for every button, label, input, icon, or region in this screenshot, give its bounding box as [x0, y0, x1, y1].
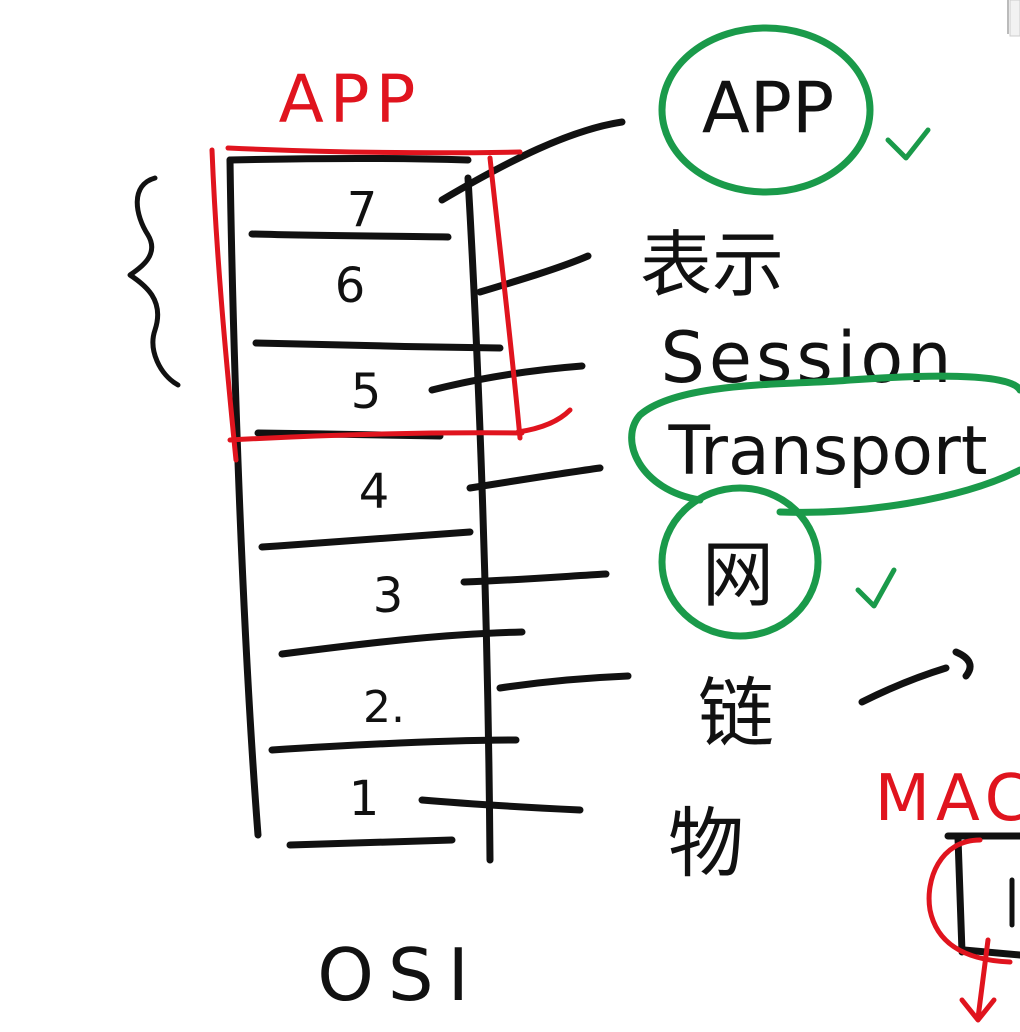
app-group-label: APP: [279, 61, 422, 138]
layer-number-4: 4: [359, 464, 390, 520]
separator-6-5: [252, 339, 504, 352]
green-circle-app: [658, 24, 874, 196]
mac-label: MAC: [875, 762, 1020, 836]
layer-name-5: Session: [660, 317, 955, 399]
connector-5: [428, 362, 586, 394]
connector-4: [466, 464, 604, 492]
green-check-app: [885, 127, 931, 161]
dash-annotation: [858, 648, 974, 706]
connector-3: [460, 570, 610, 586]
layer-name-3: 网: [702, 533, 774, 617]
separator-7-6: [248, 230, 452, 241]
separator-3-2: [278, 628, 526, 658]
layer-name-7: APP: [702, 67, 834, 149]
green-circle-network: [658, 484, 822, 640]
separator-bottom: [286, 836, 456, 849]
layer-number-2: 2.: [363, 682, 405, 733]
green-check-network: [855, 567, 897, 609]
green-circle-transport: [628, 372, 1020, 516]
layer-name-1: 物: [668, 799, 744, 888]
app-group-box: [209, 145, 573, 463]
connector-6: [476, 252, 592, 296]
layer-name-6: 表示: [640, 223, 784, 307]
osi-stack: [226, 118, 632, 864]
mac-box-fragment: [926, 832, 1020, 1023]
connector-1: [418, 796, 584, 814]
separator-2-1: [268, 736, 520, 754]
separator-4-3: [258, 528, 474, 551]
layer-number-6: 6: [335, 258, 366, 314]
layer-number-5: 5: [351, 364, 382, 420]
curly-brace: [127, 175, 181, 388]
layer-number-1: 1: [349, 771, 380, 827]
connector-2: [496, 672, 632, 692]
osi-label: OSI: [317, 933, 483, 1017]
layer-name-4: Transport: [667, 412, 987, 491]
layer-name-2: 链: [698, 669, 774, 758]
window-edge-fragment: [1007, 0, 1020, 37]
layer-number-7: 7: [347, 182, 378, 238]
connector-7: [438, 118, 626, 204]
layer-number-3: 3: [373, 568, 404, 624]
